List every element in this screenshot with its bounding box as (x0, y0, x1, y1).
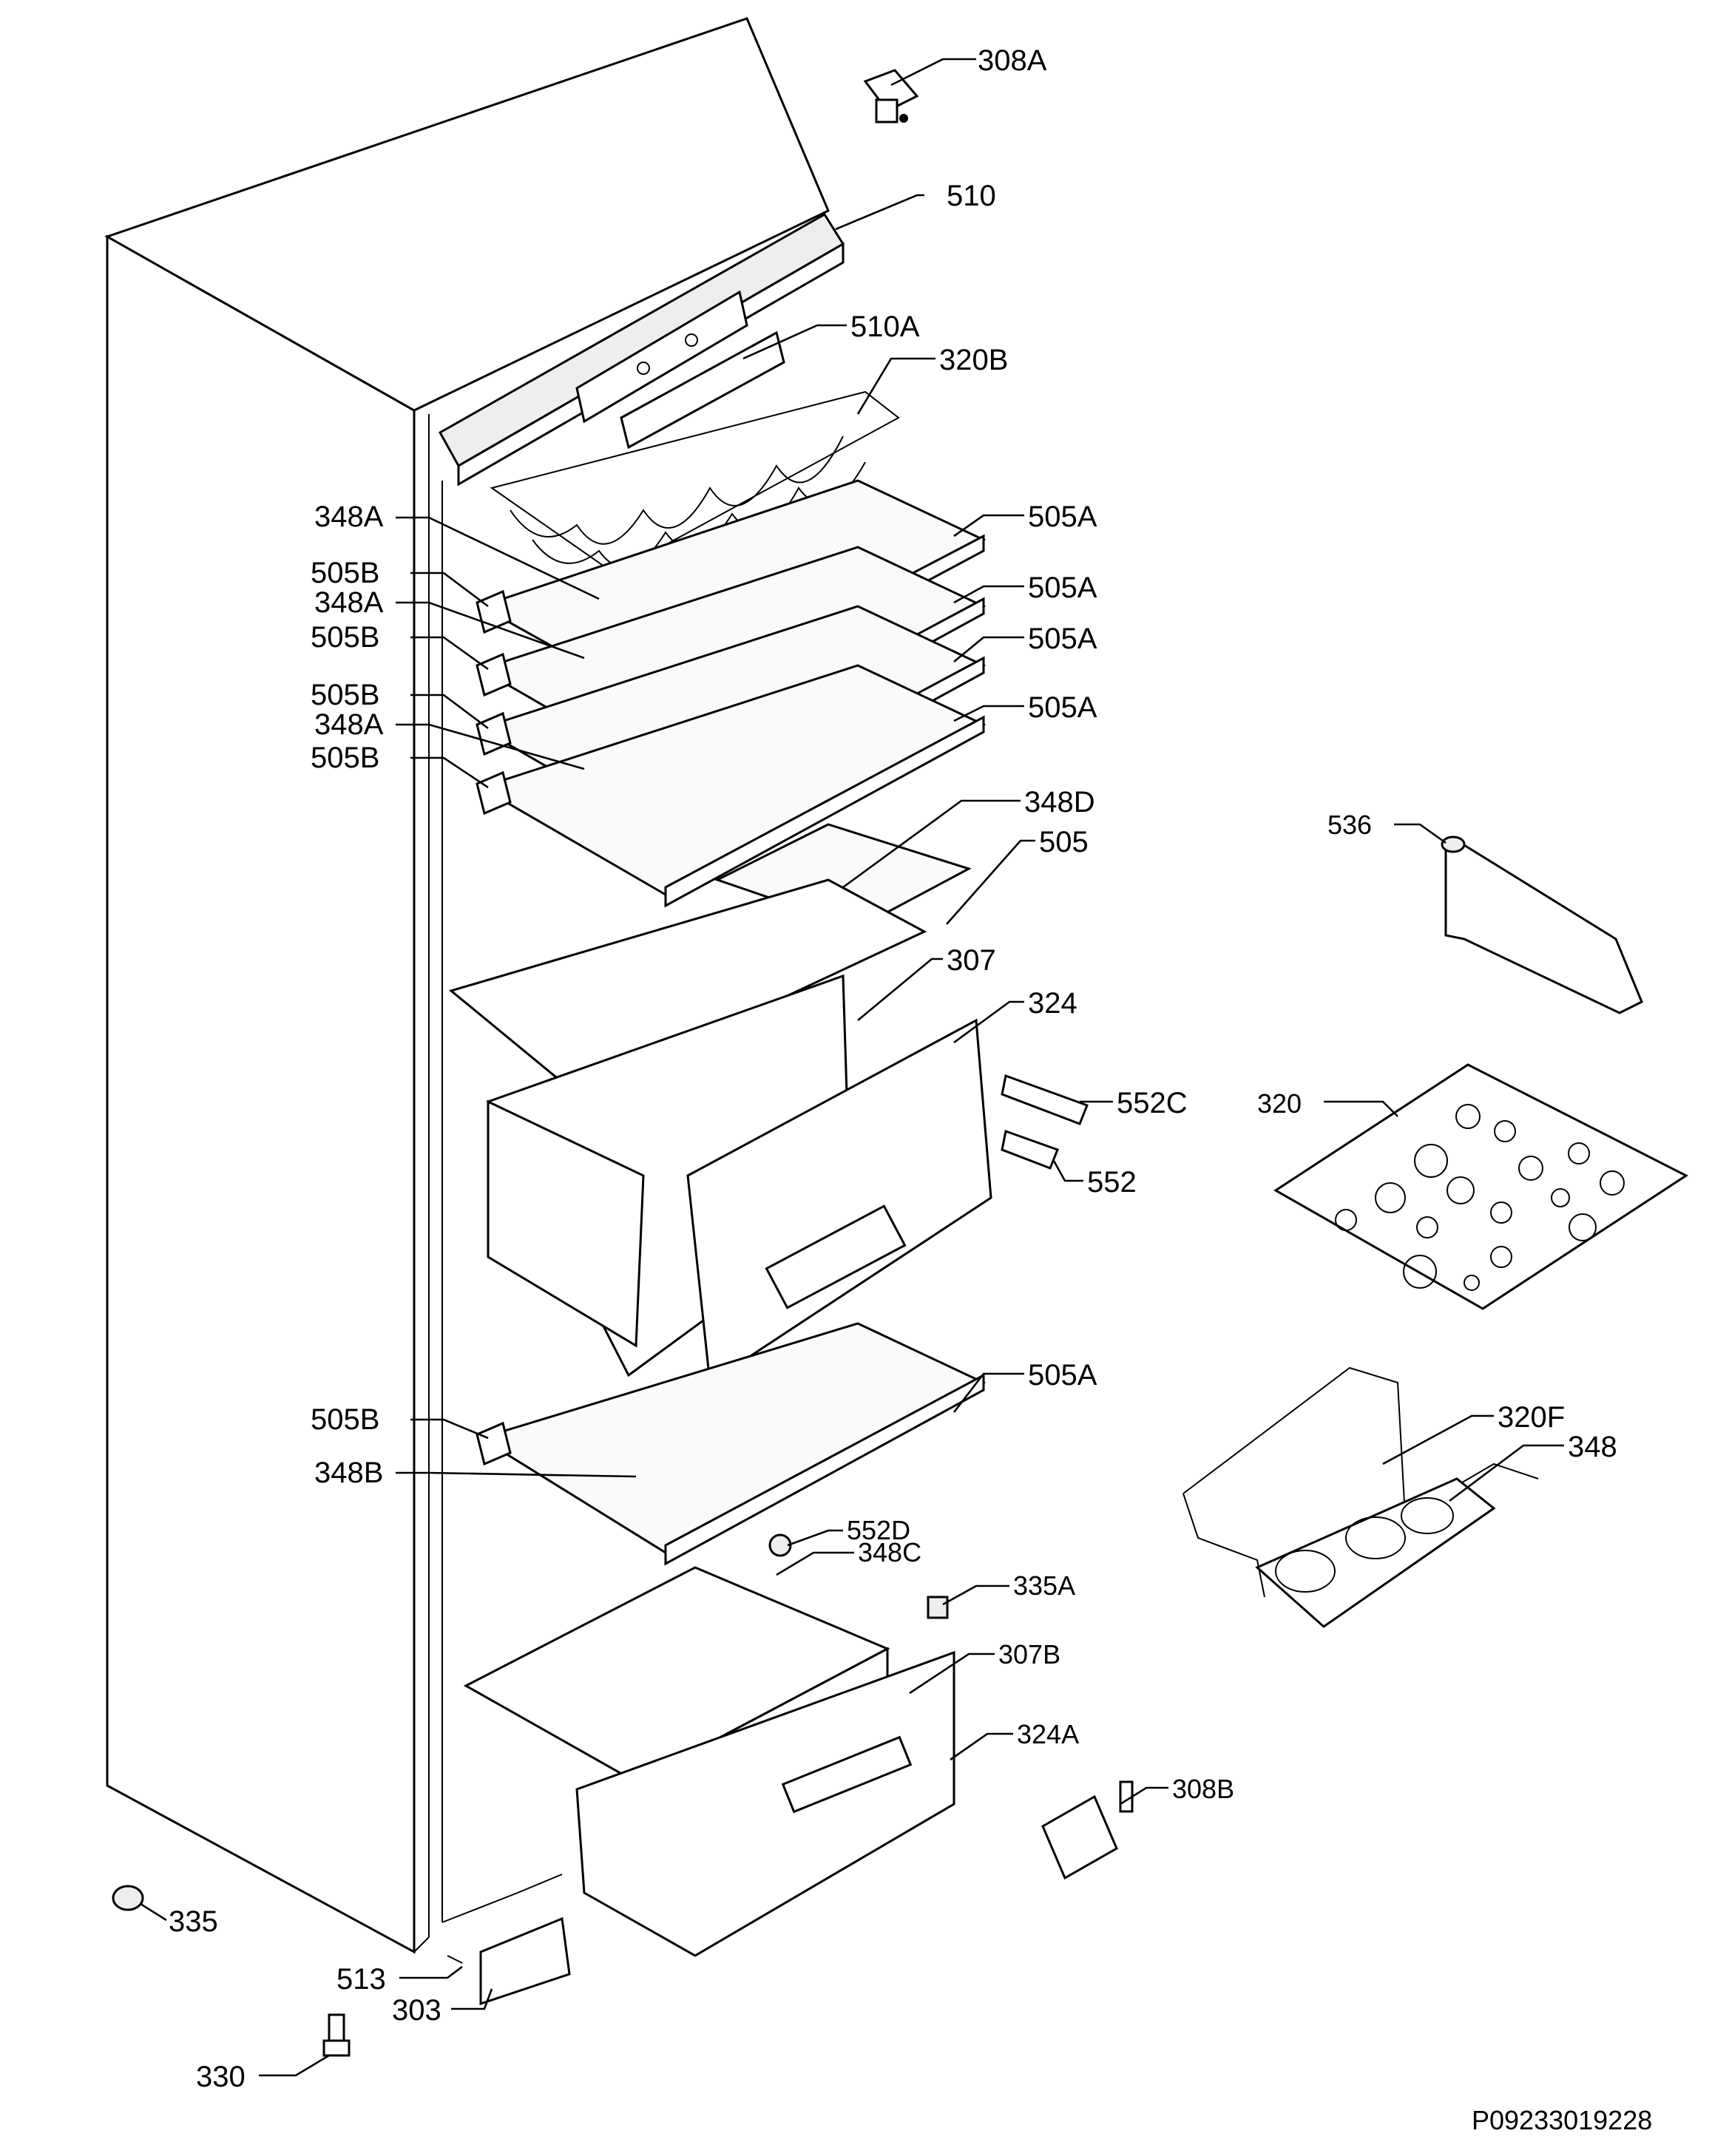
callout-307b: 307B (998, 1639, 1060, 1669)
callout-324a: 324A (1017, 1719, 1079, 1749)
callout-552: 552 (1087, 1166, 1137, 1199)
callout-348b: 348B (314, 1457, 383, 1489)
callout-348: 348 (1568, 1431, 1617, 1463)
top-hinge (863, 69, 919, 123)
callout-324: 324 (1028, 987, 1077, 1020)
drawer-slides (1001, 1074, 1089, 1170)
callout-335a: 335A (1013, 1570, 1075, 1601)
lower-glass-shelf (476, 1322, 987, 1566)
callout-505a-4: 505A (1028, 691, 1097, 724)
upper-glass-shelves (476, 479, 987, 908)
callout-513: 513 (336, 1963, 386, 1996)
callout-505a-5: 505A (1028, 1359, 1097, 1391)
wire-egg-rack-320f (1182, 1366, 1539, 1628)
callout-505b-3: 505B (311, 679, 379, 711)
callout-348c: 348C (858, 1537, 921, 1567)
callout-303: 303 (392, 1994, 441, 2027)
feet-and-small-parts (112, 1885, 571, 2057)
callout-536: 536 (1327, 810, 1372, 840)
bottom-hinge (1041, 1780, 1134, 1880)
drawing-code: P09233019228 (1472, 2105, 1652, 2135)
crisper-drawer (486, 974, 992, 1385)
callout-348a-3: 348A (314, 708, 384, 741)
leader-lines (140, 58, 1564, 2077)
callout-307: 307 (947, 944, 996, 977)
callout-505a-3: 505A (1028, 623, 1097, 655)
control-panel (438, 212, 845, 487)
clip-552d (768, 1533, 792, 1557)
callout-320b: 320B (939, 344, 1008, 376)
callout-348d: 348D (1024, 786, 1095, 818)
callout-labels: 308A 510 510A 320B 348A 505A 505B 348A 5… (169, 44, 1617, 2093)
callout-505b-4: 505B (311, 742, 379, 774)
callout-505b-2: 505B (311, 621, 379, 654)
fridge-cabinet (104, 17, 830, 1954)
callout-552c: 552C (1117, 1087, 1188, 1119)
callout-348a-1: 348A (314, 501, 384, 533)
callout-505a-1: 505A (1028, 501, 1097, 533)
callout-320f: 320F (1498, 1401, 1565, 1434)
callout-335: 335 (169, 1905, 218, 1938)
bottle-divider-536 (1441, 835, 1643, 1014)
callout-308a: 308A (978, 44, 1047, 77)
callout-505b-5: 505B (311, 1403, 379, 1436)
crisper-cover (448, 823, 972, 1096)
callout-505: 505 (1039, 826, 1089, 858)
bottom-drawer (463, 1566, 955, 1957)
callout-552d: 552D (847, 1515, 910, 1545)
callout-330: 330 (196, 2061, 246, 2093)
callout-348a-2: 348A (314, 586, 384, 619)
callout-510a: 510A (850, 311, 920, 343)
panel-bracket (620, 330, 785, 450)
bumper-335a (927, 1596, 949, 1619)
callout-308b: 308B (1172, 1774, 1234, 1804)
callout-320: 320 (1257, 1088, 1302, 1119)
callout-510: 510 (947, 180, 996, 212)
callout-505b-1: 505B (311, 557, 379, 589)
holed-plate-320 (1273, 1063, 1688, 1310)
callout-505a-2: 505A (1028, 572, 1097, 604)
